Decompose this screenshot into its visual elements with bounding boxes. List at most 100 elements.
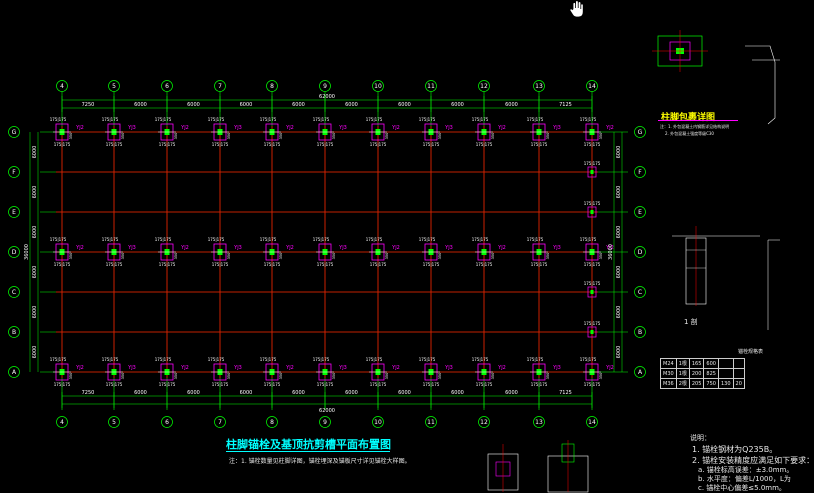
gable-column-plate	[587, 206, 597, 218]
detail-elevation	[745, 45, 776, 125]
column-dim-side: 350	[227, 133, 231, 140]
column-tag: YJ2	[285, 365, 294, 371]
column-dim: 175|175	[313, 357, 330, 362]
grid-bubble	[533, 416, 545, 428]
column-dim-bottom: 175|175	[54, 382, 71, 387]
bottom-spacing: 7250	[82, 390, 95, 396]
title-underline	[226, 451, 390, 452]
grid-label: G	[12, 129, 17, 136]
bottom-spacing: 6000	[345, 390, 358, 396]
column-tag: YJ2	[391, 125, 400, 131]
column-tag: YJ2	[497, 125, 506, 131]
column-tag: YJ3	[552, 365, 561, 371]
column-tag: YJ2	[180, 365, 189, 371]
column-dim-bottom: 175|175	[54, 142, 71, 147]
grid-label: 10	[374, 83, 382, 90]
grid-bubble	[161, 416, 173, 428]
column-dim: 175|175	[260, 117, 277, 122]
side-spacing: 6000	[32, 306, 38, 319]
detail-drawings	[487, 30, 780, 493]
column-tag: YJ2	[497, 245, 506, 251]
column-dim: 175|175	[260, 237, 277, 242]
column-dim-side: 350	[174, 133, 178, 140]
column-dim-side: 350	[438, 253, 442, 260]
grid-label: 8	[270, 83, 274, 90]
grid-label: C	[12, 289, 16, 296]
column-dim-side: 350	[227, 373, 231, 380]
grid-bubble	[634, 286, 646, 298]
detail-note-2: 2. 外包混凝土强度等级C30	[665, 131, 714, 136]
column-dim-bottom: 175|175	[54, 262, 71, 267]
column-dim-bottom: 175|175	[423, 142, 440, 147]
detail-note-1: 注：1. 外包混凝土内钢筋详见结构说明	[660, 124, 730, 129]
grid-bubble	[586, 416, 598, 428]
grid-label: 6	[165, 83, 169, 90]
column-tag: YJ3	[444, 125, 453, 131]
grid-bubble	[266, 416, 278, 428]
column-dim-bottom: 175|175	[106, 262, 123, 267]
grid-label: 7	[218, 83, 222, 90]
column-dim: 175|175	[208, 357, 225, 362]
column-dim: 175|175	[527, 357, 544, 362]
column-dim-side: 350	[121, 253, 125, 260]
drawing-note: 注：1. 锚栓数量见柱脚详图，锚栓埋深及锚板尺寸详见锚栓大样图。	[229, 458, 411, 465]
grid-bubble	[634, 206, 646, 218]
grid-bubble	[319, 416, 331, 428]
grid-label: 10	[374, 419, 382, 426]
bottom-spacing: 6000	[505, 390, 518, 396]
column-dim: 175|175	[313, 117, 330, 122]
grid-label: 9	[323, 419, 327, 426]
column-tag: YJ3	[552, 125, 561, 131]
column-dim: 175|175	[50, 117, 67, 122]
column-dim-bottom: 175|175	[531, 262, 548, 267]
grid-bubble	[425, 416, 437, 428]
grid-bubble	[8, 366, 20, 378]
grid-label: F	[638, 169, 642, 176]
column-dim-bottom: 175|175	[423, 262, 440, 267]
column-tag: YJ2	[285, 245, 294, 251]
grid-label: 5	[112, 83, 116, 90]
grid-label: 13	[535, 83, 543, 90]
grid-bubble	[8, 166, 20, 178]
column-dim-bottom: 175|175	[106, 382, 123, 387]
detail-title-underline	[658, 120, 738, 121]
grid-bubble	[634, 126, 646, 138]
gable-column-dim: 175|175	[584, 201, 601, 206]
column-dim-bottom: 175|175	[370, 382, 387, 387]
grid-label: E	[12, 209, 16, 216]
grid-bubble	[266, 80, 278, 92]
column-dim: 175|175	[366, 117, 383, 122]
column-dim-side: 350	[599, 253, 603, 260]
column-dim-side: 350	[491, 373, 495, 380]
bottom-spacing: 6000	[292, 390, 305, 396]
top-spacing: 6000	[345, 102, 358, 108]
bottom-spacing: 7125	[559, 390, 572, 396]
side-spacing: 6000	[616, 346, 622, 359]
bottom-spacing: 6000	[240, 390, 253, 396]
side-spacing: 6000	[616, 146, 622, 159]
column-tag: YJ2	[180, 245, 189, 251]
column-dim-bottom: 175|175	[264, 382, 281, 387]
gable-column-section	[590, 210, 594, 214]
column-dim-side: 350	[438, 373, 442, 380]
column-dim-side: 350	[491, 133, 495, 140]
grid-label: 7	[218, 419, 222, 426]
gable-column-dim: 175|175	[584, 281, 601, 286]
grid-label: 9	[323, 83, 327, 90]
column-dim-bottom: 175|175	[159, 262, 176, 267]
grid-label: D	[638, 249, 643, 256]
column-dim: 175|175	[580, 237, 597, 242]
top-spacing: 6000	[451, 102, 464, 108]
grid-bubble	[478, 416, 490, 428]
column-dim-bottom: 175|175	[106, 142, 123, 147]
column-dim-bottom: 175|175	[476, 262, 493, 267]
overall-length-top: 62000	[319, 94, 335, 100]
column-dim-bottom: 175|175	[264, 142, 281, 147]
grid-bubble	[634, 166, 646, 178]
column-dim: 175|175	[527, 237, 544, 242]
column-dim: 175|175	[155, 357, 172, 362]
column-dim: 175|175	[472, 357, 489, 362]
grid-bubble	[108, 416, 120, 428]
